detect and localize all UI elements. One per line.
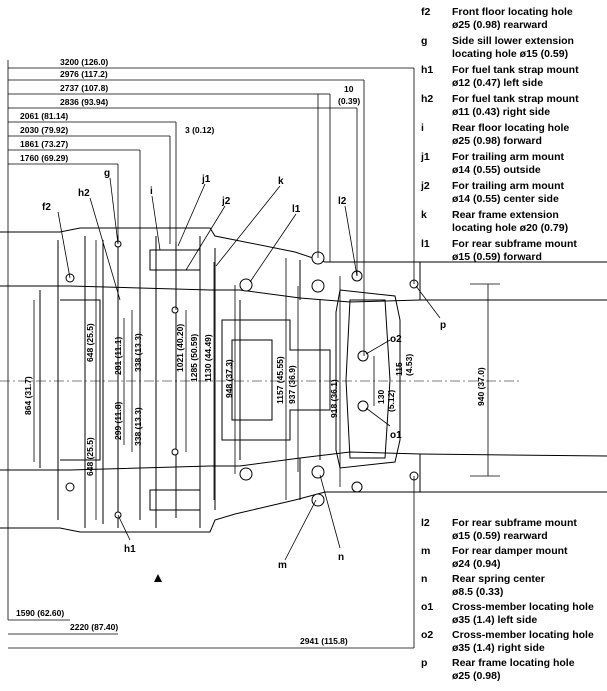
- label-g: g: [104, 168, 110, 179]
- legend-text: Rear floor locating hole ø25 (0.98) forw…: [452, 122, 570, 147]
- dim-3200: 3200 (126.0): [60, 57, 108, 67]
- legend-item-i: i Rear floor locating hole ø25 (0.98) fo…: [421, 122, 607, 156]
- legend-item-k: k Rear frame extension locating hole ø20…: [421, 209, 607, 243]
- legend-text: Rear spring center ø8.5 (0.33): [452, 573, 545, 598]
- label-j1: j1: [201, 174, 211, 185]
- legend-code: l1: [421, 238, 430, 250]
- dim-1760: 1760 (69.29): [20, 153, 68, 163]
- legend-item-l2: l2 For rear subframe mount ø15 (0.59) re…: [421, 517, 607, 551]
- dim-1021: 1021 (40.20): [175, 324, 185, 372]
- legend-code: n: [421, 573, 428, 585]
- dim-2061: 2061 (81.14): [20, 111, 68, 121]
- dim-864: 864 (31.7): [23, 376, 33, 415]
- label-p: p: [440, 320, 446, 331]
- dim-2976: 2976 (117.2): [60, 69, 108, 79]
- legend-code: m: [421, 545, 431, 557]
- dim-2030: 2030 (79.92): [20, 125, 68, 135]
- legend-text: Rear frame locating hole ø25 (0.98): [452, 657, 575, 682]
- legend-code: g: [421, 35, 428, 47]
- dim-2941: 2941 (115.8): [300, 636, 348, 646]
- dim-1285: 1285 (50.59): [189, 334, 199, 382]
- label-m: m: [278, 560, 287, 571]
- legend-text: Rear frame extension locating hole ø20 (…: [452, 209, 569, 234]
- legend-code: h1: [421, 64, 434, 76]
- dim-1130: 1130 (44.49): [203, 334, 213, 382]
- dim-2737: 2737 (107.8): [60, 83, 108, 93]
- dim-2220: 2220 (87.40): [70, 622, 118, 632]
- legend-text: Cross-member locating hole ø35 (1.4) rig…: [452, 629, 594, 654]
- dim-940: 940 (37.0): [476, 367, 486, 406]
- legend-item-l1: l1 For rear subframe mount ø15 (0.59) fo…: [421, 238, 607, 272]
- legend-item-j2: j2 For trailing arm mount ø14 (0.55) cen…: [421, 180, 607, 214]
- dim-918: 918 (36.1): [329, 379, 339, 418]
- legend-text: For rear subframe mount ø15 (0.59) rearw…: [452, 517, 577, 542]
- legend-text: For trailing arm mount ø14 (0.55) outsid…: [452, 151, 565, 176]
- dim-937: 937 (36.9): [287, 365, 297, 404]
- legend-code: j1: [421, 151, 430, 163]
- legend-code: h2: [421, 93, 434, 105]
- legend-code: k: [421, 209, 427, 221]
- legend-code: f2: [421, 6, 431, 18]
- dim-10-inch: (0.39): [338, 96, 360, 106]
- label-h2: h2: [78, 188, 90, 199]
- dim-130-inch: (5.12): [386, 390, 396, 412]
- legend-item-m: m For rear damper mount ø24 (0.94): [421, 545, 607, 579]
- dim-130: 130: [376, 390, 386, 404]
- legend-code: p: [421, 657, 428, 669]
- legend-item-h2: h2 For fuel tank strap mount ø11 (0.43) …: [421, 93, 607, 127]
- label-o2: o2: [390, 334, 402, 345]
- dim-115-inch: (4.53): [404, 354, 414, 376]
- legend-item-o2: o2 Cross-member locating hole ø35 (1.4) …: [421, 629, 607, 663]
- legend-text: For rear damper mount ø24 (0.94): [452, 545, 568, 570]
- legend-item-h1: h1 For fuel tank strap mount ø12 (0.47) …: [421, 64, 607, 98]
- label-l1: l1: [292, 204, 301, 215]
- label-n: n: [338, 552, 344, 563]
- dim-281: 281 (11.1): [113, 337, 123, 375]
- legend-item-g: g Side sill lower extension locating hol…: [421, 35, 607, 69]
- dim-299: 299 (11.8): [113, 402, 123, 440]
- legend-code: o2: [421, 629, 434, 641]
- dim-648-lower: 648 (25.5): [85, 437, 95, 476]
- dim-10: 10: [344, 84, 354, 94]
- label-l2: l2: [338, 196, 347, 207]
- dim-338-lower: 338 (13.3): [133, 407, 143, 446]
- legend-item-n: n Rear spring center ø8.5 (0.33): [421, 573, 607, 607]
- dim-115: 115: [394, 362, 404, 376]
- dim-2836: 2836 (93.94): [60, 97, 108, 107]
- label-f2: f2: [42, 202, 51, 213]
- label-i: i: [150, 186, 153, 197]
- legend-text: For fuel tank strap mount ø11 (0.43) rig…: [452, 93, 579, 118]
- label-j2: j2: [221, 196, 231, 207]
- legend-code: l2: [421, 517, 430, 529]
- legend-text: For rear subframe mount ø15 (0.59) forwa…: [452, 238, 577, 263]
- legend-code: o1: [421, 601, 434, 613]
- dim-648-upper: 648 (25.5): [85, 323, 95, 362]
- legend-item-f2: f2 Front floor locating hole ø25 (0.98) …: [421, 6, 607, 40]
- dim-3: 3 (0.12): [185, 125, 214, 135]
- legend-text: For fuel tank strap mount ø12 (0.47) lef…: [452, 64, 579, 89]
- dim-1157: 1157 (45.55): [275, 356, 285, 404]
- dim-1590: 1590 (62.60): [16, 608, 64, 618]
- label-o1: o1: [390, 430, 402, 441]
- legend-text: Side sill lower extension locating hole …: [452, 35, 574, 60]
- dim-1861: 1861 (73.27): [20, 139, 68, 149]
- legend-text: Front floor locating hole ø25 (0.98) rea…: [452, 6, 573, 31]
- legend-item-p: p Rear frame locating hole ø25 (0.98): [421, 657, 607, 691]
- dim-338-upper: 338 (13.3): [133, 333, 143, 372]
- legend-code: j2: [421, 180, 430, 192]
- legend-text: For trailing arm mount ø14 (0.55) center…: [452, 180, 565, 205]
- label-k: k: [278, 176, 284, 187]
- label-h1: h1: [124, 544, 136, 555]
- legend-text: Cross-member locating hole ø35 (1.4) lef…: [452, 601, 594, 626]
- legend-item-j1: j1 For trailing arm mount ø14 (0.55) out…: [421, 151, 607, 185]
- legend-code: i: [421, 122, 424, 134]
- legend-item-o1: o1 Cross-member locating hole ø35 (1.4) …: [421, 601, 607, 635]
- dim-948: 948 (37.3): [224, 359, 234, 398]
